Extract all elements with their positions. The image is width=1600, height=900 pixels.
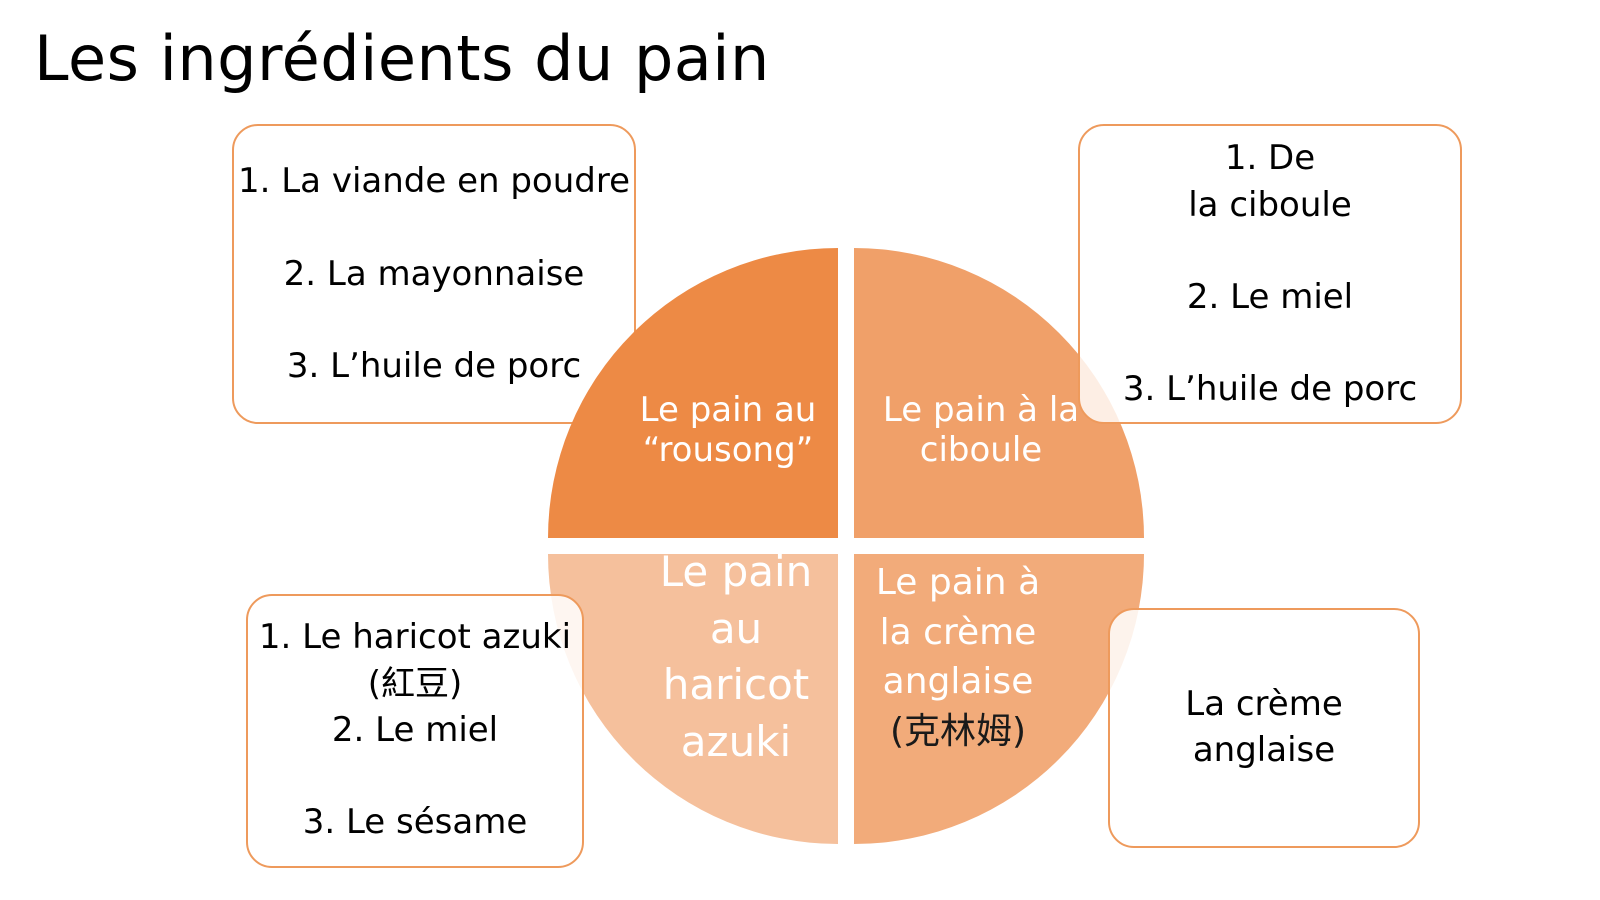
ingredient-line: 2. Le miel <box>331 709 499 750</box>
ingredients-box-ciboule: 1. De la ciboule 2. Le miel 3. L’huile d… <box>1078 124 1462 424</box>
quadrant-label-rousong: Le pain au “rousong” <box>628 390 828 470</box>
ingredient-line: 1. De <box>1224 138 1316 179</box>
ingredient-line: 2. Le miel <box>1186 277 1354 317</box>
ingredient-spacer <box>248 754 582 800</box>
ingredient-line: La crème <box>1185 683 1343 724</box>
quadrant-label-haricot-azuki: Le pain au haricot azuki <box>646 544 826 771</box>
quadrant-label-line: azuki <box>680 717 792 767</box>
quadrant-label-line: au <box>709 603 763 653</box>
quadrant-label-ciboule: Le pain à la ciboule <box>876 390 1086 470</box>
ingredient-line: 3. L’huile de porc <box>286 346 582 387</box>
quadrant-label-line: “rousong” <box>642 430 814 471</box>
ingredients-box-creme-anglaise: La crème anglaise <box>1108 608 1420 848</box>
ingredients-box-haricot-azuki: 1. Le haricot azuki (紅豆) 2. Le miel 3. L… <box>246 594 584 868</box>
quadrant-label-line: anglaise <box>882 661 1034 703</box>
quadrant-rousong <box>548 248 838 538</box>
quadrant-label-line: Le pain à <box>875 562 1041 603</box>
ingredient-line: la ciboule <box>1188 184 1352 225</box>
quadrant-label-line: Le pain <box>659 547 813 596</box>
quadrant-label-line: ciboule <box>919 430 1043 471</box>
ingredient-line: 3. L’huile de porc <box>1122 369 1418 410</box>
ingredient-line: 1. Le haricot azuki <box>258 617 572 658</box>
ingredient-line: anglaise <box>1192 730 1336 770</box>
ingredient-line: 2. La mayonnaise <box>283 253 585 294</box>
quadrant-label-creme-anglaise: Le pain à la crème anglaise (克林姆) <box>868 558 1048 757</box>
quadrant-ciboule <box>854 248 1144 538</box>
ingredient-line: (紅豆) <box>367 663 463 704</box>
ingredient-line: 3. Le sésame <box>302 802 528 843</box>
page-title: Les ingrédients du pain <box>34 22 770 95</box>
quadrant-label-line-chinese: (克林姆) <box>889 711 1027 753</box>
quadrant-label-line: haricot <box>662 660 810 710</box>
ingredient-line: 1. La viande en poudre <box>237 161 631 202</box>
quadrant-label-line: la crème <box>879 611 1037 653</box>
quadrant-haricot-azuki <box>548 554 838 844</box>
quadrant-creme-anglaise <box>854 554 1144 844</box>
ingredient-spacer <box>1080 228 1460 274</box>
quadrant-label-line: Le pain à la <box>882 390 1080 430</box>
ingredient-spacer <box>1080 320 1460 366</box>
ingredients-box-rousong: 1. La viande en poudre 2. La mayonnaise … <box>232 124 636 424</box>
quadrant-label-line: Le pain au <box>639 390 817 430</box>
